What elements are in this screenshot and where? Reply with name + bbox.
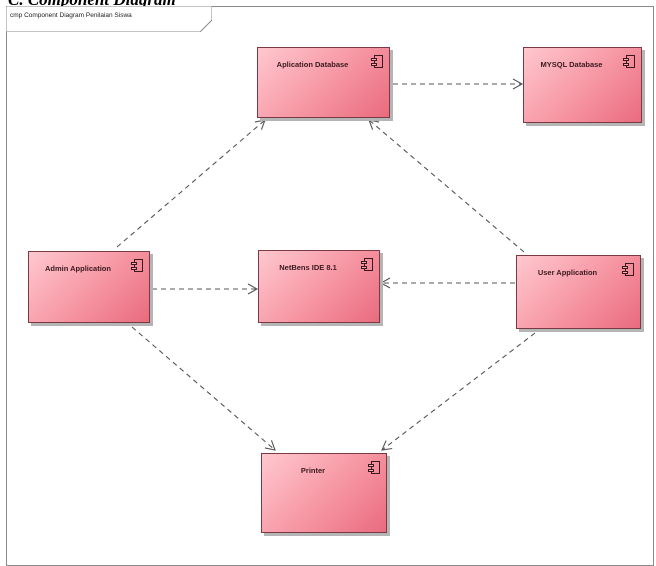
dependency-admin-to-printer — [131, 326, 276, 451]
page-heading: C. Component Diagram — [8, 0, 176, 10]
component-mysql-database[interactable]: MYSQL Database — [523, 47, 642, 123]
component-netbeans-ide[interactable]: NetBens IDE 8.1 — [258, 250, 380, 323]
component-label: MYSQL Database — [540, 60, 603, 69]
component-label: Printer — [300, 466, 326, 475]
component-printer[interactable]: Printer — [261, 453, 387, 533]
component-icon — [622, 263, 634, 276]
component-application-database[interactable]: Aplication Database — [257, 47, 390, 118]
dependency-connectors — [116, 78, 536, 451]
component-admin-application[interactable]: Admin Application — [28, 251, 150, 323]
component-icon — [623, 55, 635, 68]
frame-tab — [6, 6, 212, 32]
component-user-application[interactable]: User Application — [516, 255, 641, 329]
component-icon — [371, 55, 383, 68]
component-icon — [361, 258, 373, 271]
component-label: NetBens IDE 8.1 — [279, 263, 337, 272]
component-label: User Application — [537, 268, 598, 277]
dependency-user-to-appdb — [368, 119, 525, 253]
component-icon — [131, 259, 143, 272]
frame-tab-label: cmp Component Diagram Penilaian Siswa — [10, 12, 132, 19]
dependency-admin-to-appdb — [116, 119, 266, 248]
component-icon — [368, 461, 380, 474]
dependency-user-to-printer — [381, 332, 536, 451]
component-label: Admin Application — [45, 264, 111, 273]
component-label: Aplication Database — [276, 60, 349, 69]
